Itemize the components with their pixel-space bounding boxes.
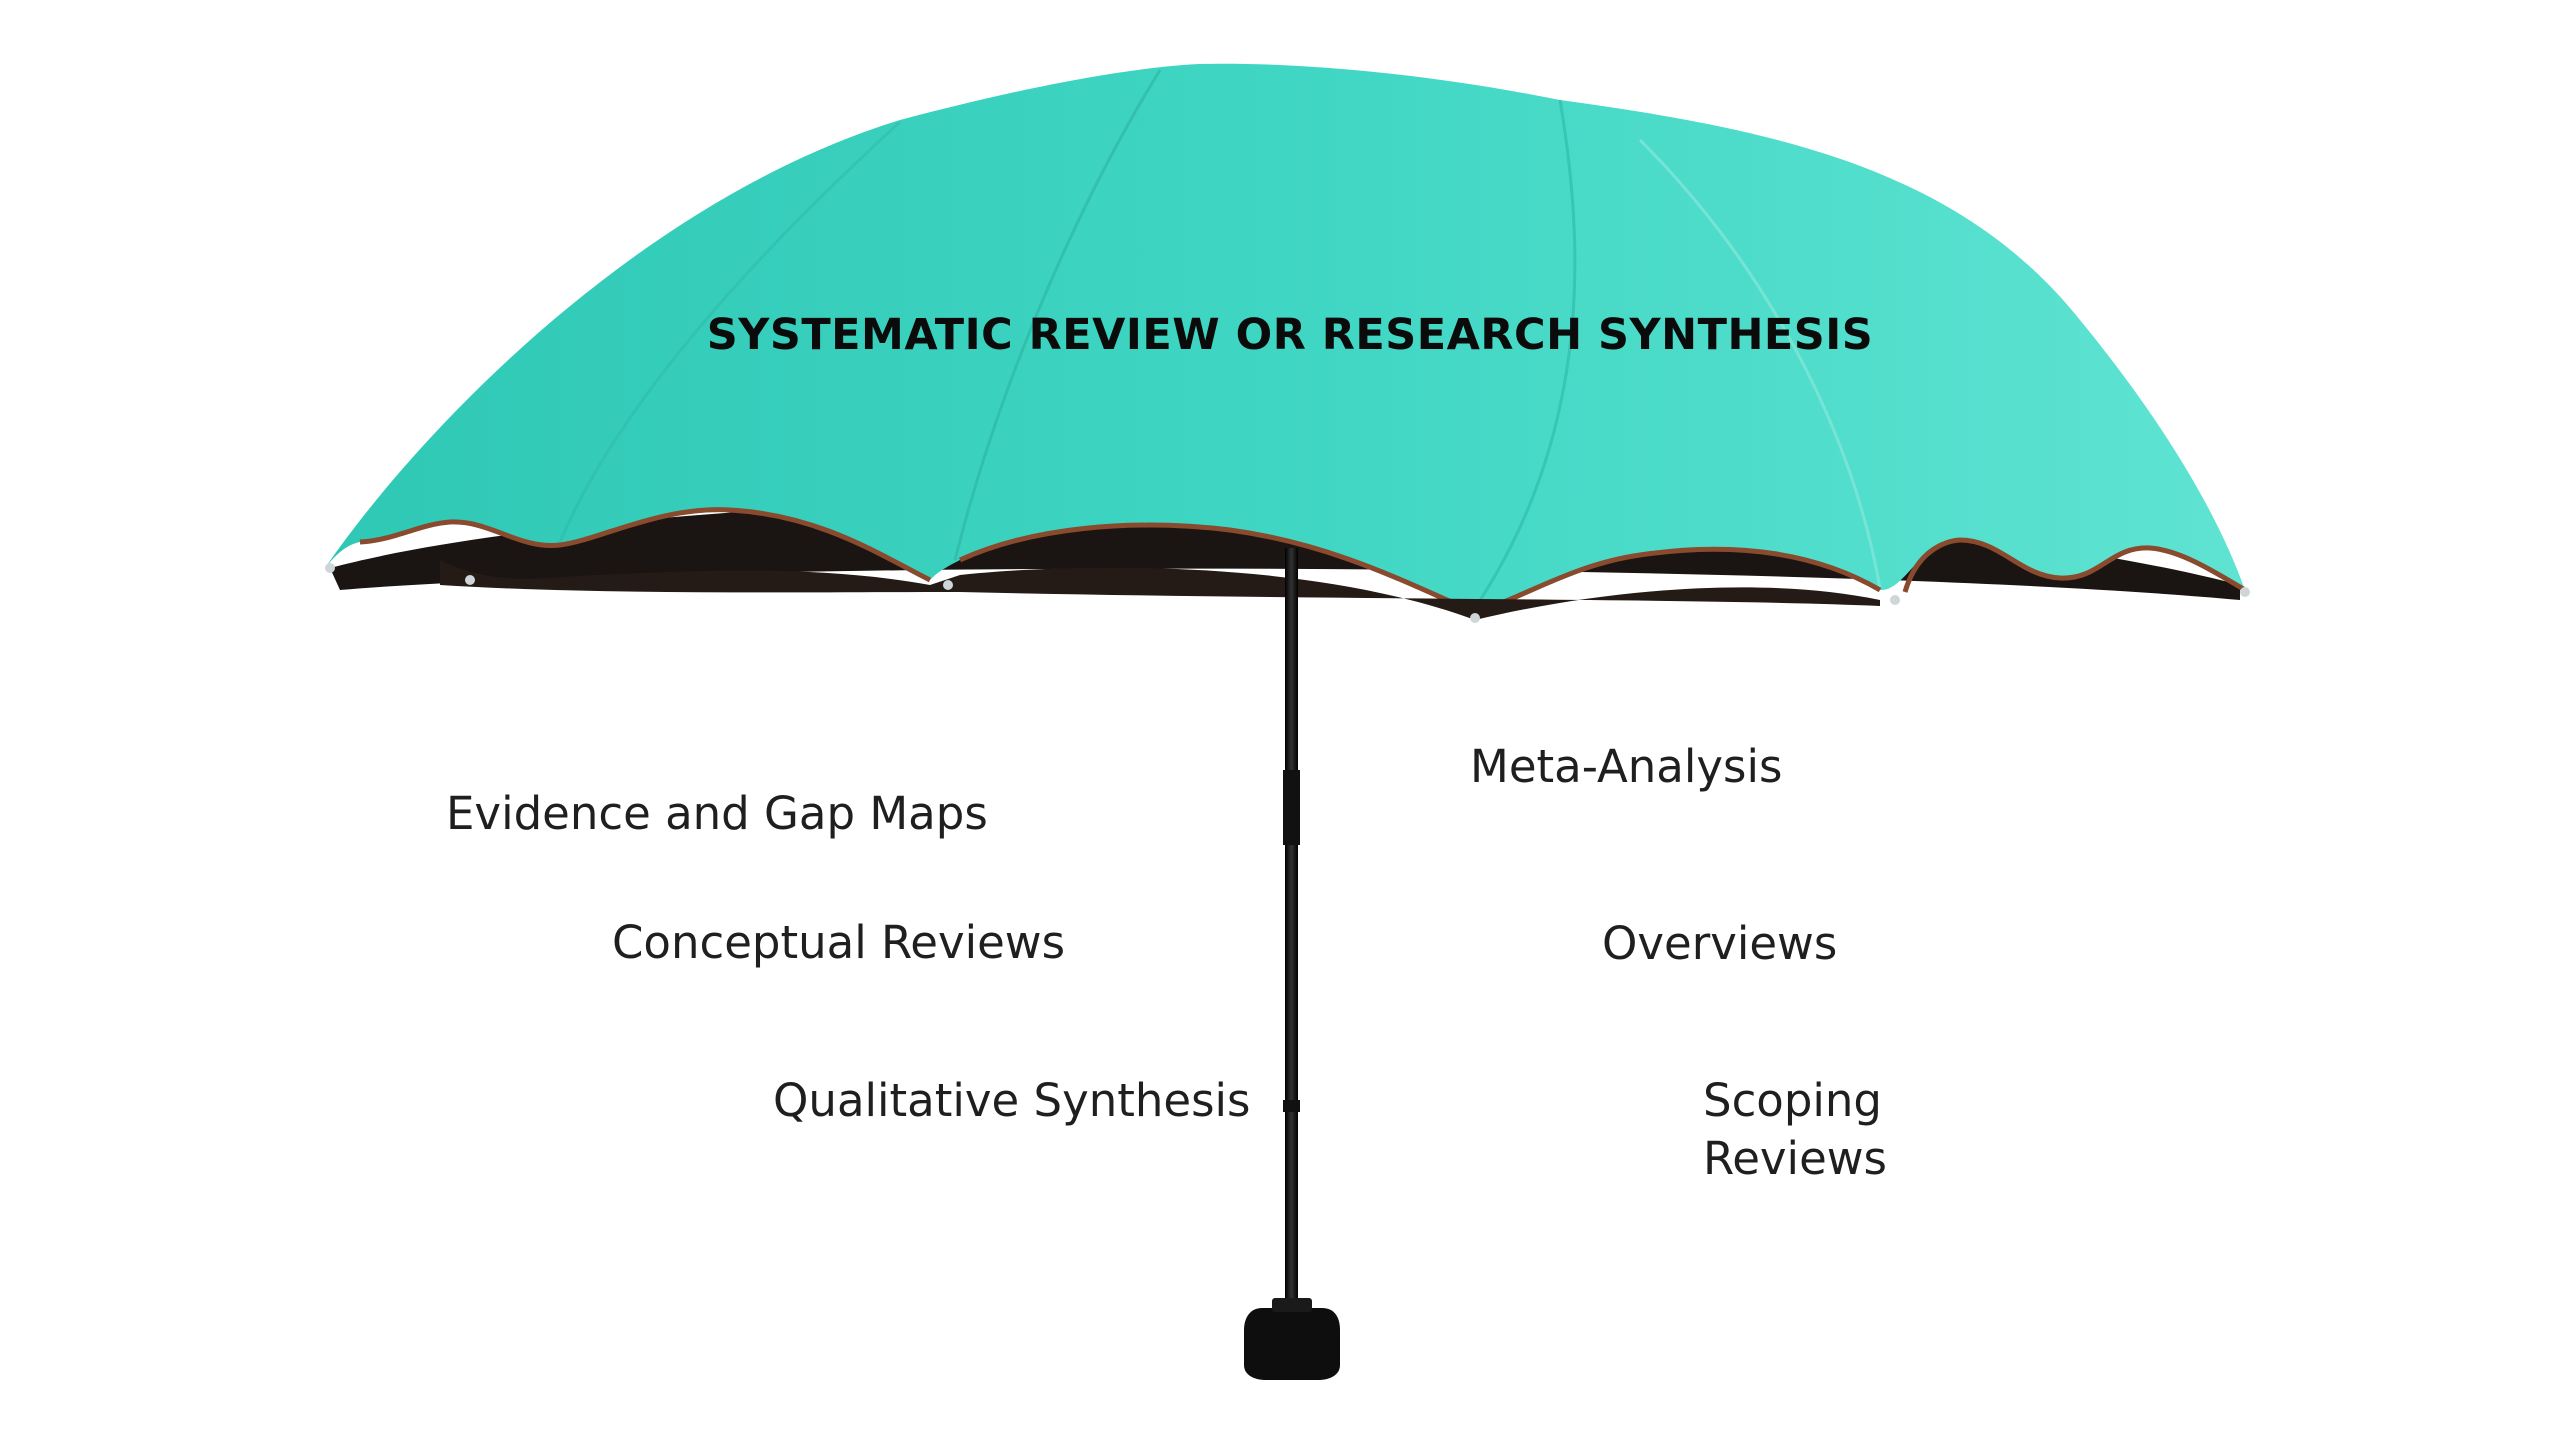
label-qualitative-synthesis: Qualitative Synthesis [773,1074,1251,1127]
rib-tip [1470,613,1480,623]
shaft-runner [1283,770,1300,845]
shaft-notch [1283,1100,1300,1112]
rib-tip [2240,587,2250,597]
umbrella-shaft [1285,548,1298,1308]
label-meta-analysis: Meta-Analysis [1470,740,1783,793]
canopy-seam [953,69,1162,561]
umbrella-canopy [325,63,2245,612]
canopy-seam [1473,99,1577,609]
label-scoping-reviews: Scoping Reviews [1703,1074,1887,1185]
rib-tip [943,580,953,590]
label-overviews: Overviews [1602,917,1838,970]
canopy-underside-band [440,560,1880,620]
canopy-trim [359,507,2247,615]
handle-ferrule [1272,1298,1312,1312]
label-evidence-gap-maps: Evidence and Gap Maps [446,787,988,840]
umbrella-handle [1244,1308,1340,1380]
rib-tip [325,563,335,573]
canopy-seam [558,120,902,543]
diagram-title: SYSTEMATIC REVIEW OR RESEARCH SYNTHESIS [706,310,1874,360]
rib-tip [465,575,475,585]
canopy-seam [1638,138,1882,589]
label-conceptual-reviews: Conceptual Reviews [612,916,1066,969]
rib-tip [1890,595,1900,605]
